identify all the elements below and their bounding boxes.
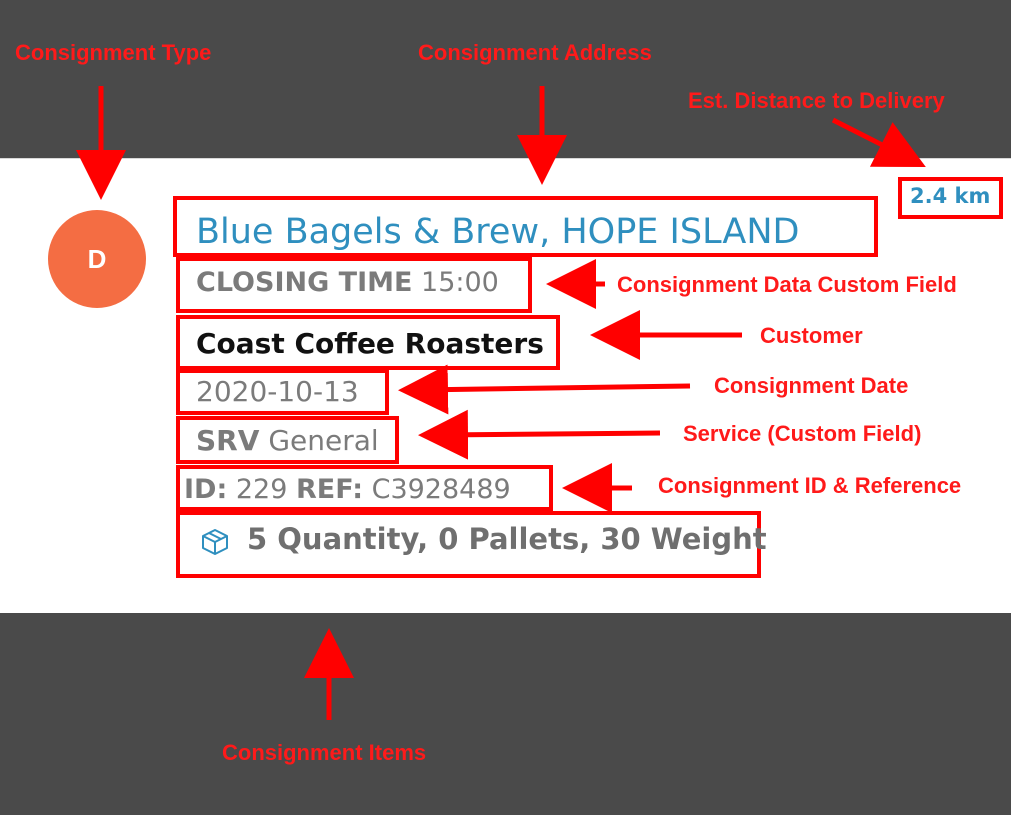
label-consignment-date: Consignment Date — [714, 373, 909, 398]
label-service: Service (Custom Field) — [683, 421, 922, 446]
avatar-initial: D — [87, 243, 107, 274]
consignment-type-avatar: D — [48, 210, 146, 308]
id-label: ID: — [184, 474, 228, 505]
id-ref-row: ID: 229 REF: C3928489 — [184, 474, 511, 505]
service-label: SRV — [196, 424, 260, 457]
ref-value: C3928489 — [371, 474, 511, 505]
service-row: SRV General — [196, 424, 379, 457]
address-box — [173, 196, 878, 257]
id-ref-box — [176, 465, 553, 511]
distance-text: 2.4 km — [910, 184, 991, 208]
date-box — [176, 369, 389, 415]
consignment-address[interactable]: Blue Bagels & Brew, HOPE ISLAND — [196, 212, 800, 252]
custom-field-box — [176, 257, 532, 313]
label-customer: Customer — [760, 323, 863, 348]
consignment-date: 2020-10-13 — [196, 375, 359, 408]
service-value: General — [268, 424, 379, 457]
customer-box — [176, 315, 560, 370]
consignment-card[interactable] — [0, 158, 1011, 613]
label-consignment-address: Consignment Address — [418, 40, 652, 65]
items-summary: 5 Quantity, 0 Pallets, 30 Weight — [247, 522, 767, 556]
box-icon — [200, 527, 230, 557]
items-box — [176, 511, 761, 578]
custom-field-value: 15:00 — [421, 267, 499, 298]
label-id-reference: Consignment ID & Reference — [658, 473, 962, 498]
label-est-distance: Est. Distance to Delivery — [688, 88, 945, 113]
label-custom-field: Consignment Data Custom Field — [617, 272, 957, 297]
custom-field-label: CLOSING TIME — [196, 267, 413, 298]
distance-box — [898, 177, 1003, 219]
custom-field-row: CLOSING TIME 15:00 — [196, 267, 499, 298]
customer-name: Coast Coffee Roasters — [196, 327, 544, 360]
label-consignment-type: Consignment Type — [15, 40, 212, 65]
ref-label: REF: — [296, 474, 363, 505]
label-consignment-items: Consignment Items — [222, 740, 427, 765]
service-box — [176, 416, 399, 464]
id-value: 229 — [235, 474, 288, 505]
